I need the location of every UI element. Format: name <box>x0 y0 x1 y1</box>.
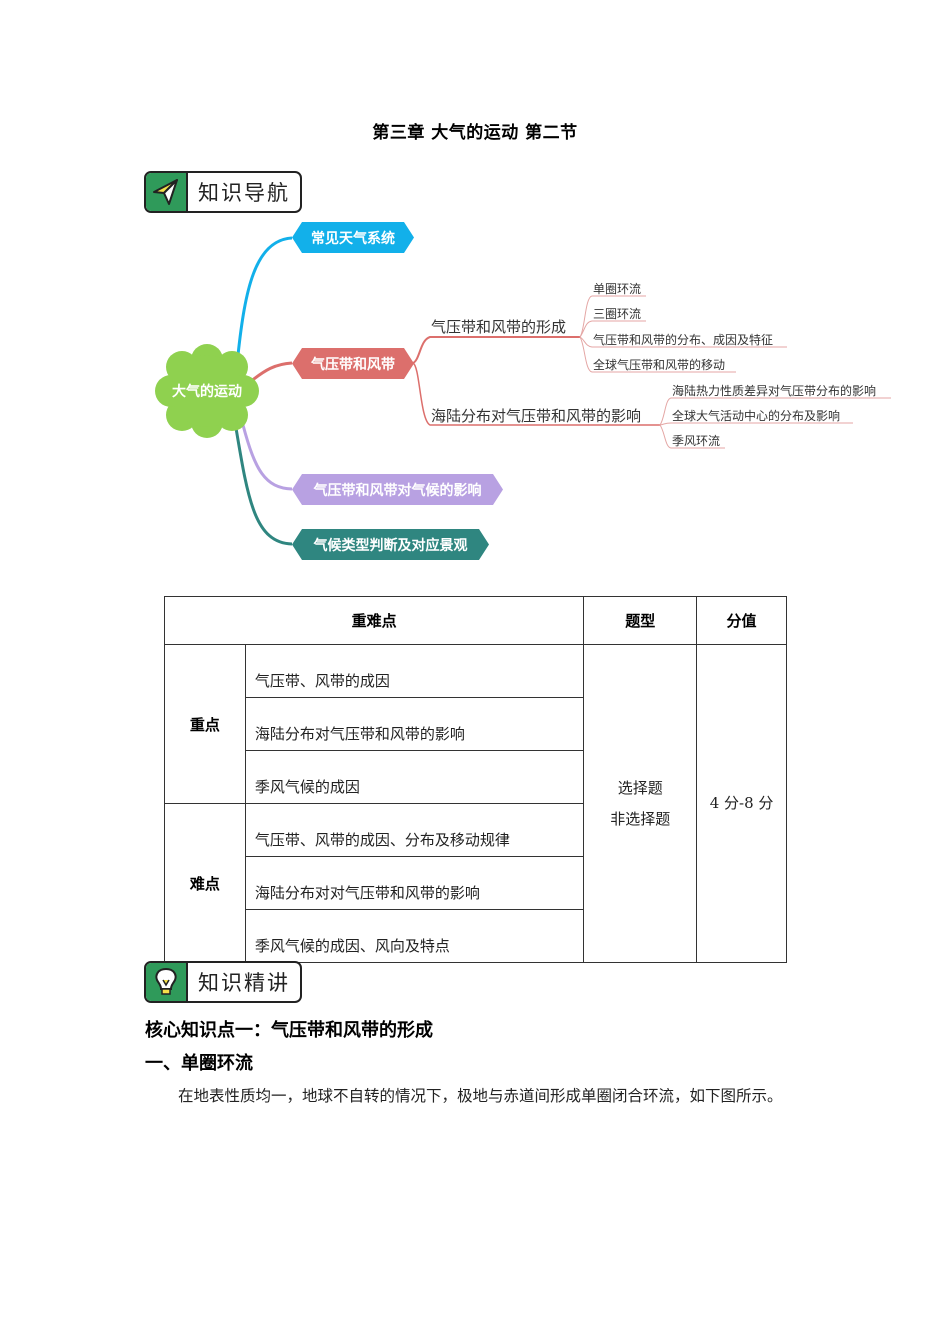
item-cell: 季风气候的成因、风向及特点 <box>244 909 585 963</box>
mind-map-branch-climate-impact: 气压带和风带对气候的影响 <box>292 474 503 505</box>
body-paragraph: 在地表性质均一，地球不自转的情况下，极地与赤道间形成单圈闭合环流，如下图所示。 <box>178 1087 783 1105</box>
mind-map-leaf: 气压带和风带的分布、成因及特征 <box>593 333 774 347</box>
item-cell: 气压带、风带的成因、分布及移动规律 <box>244 803 585 857</box>
key-points-table: 重难点 题型 分值 重点 气压带、风带的成因 选择题 非选择题 4 分-8 分 … <box>163 596 787 963</box>
mind-map-branch-weather-systems: 常见天气系统 <box>292 222 414 253</box>
mind-map-connectors <box>234 236 891 546</box>
section-badge-navigation: 知识导航 <box>144 171 302 213</box>
mind-map-root-label: 大气的运动 <box>172 384 242 400</box>
lightbulb-icon <box>146 963 188 1001</box>
subsection-heading: 一、单圈环流 <box>145 1053 253 1074</box>
score-cell: 4 分-8 分 <box>696 644 787 963</box>
mind-map-leaf: 单圈环流 <box>593 282 642 296</box>
table-header: 题型 <box>583 596 698 645</box>
question-type: 非选择题 <box>610 809 671 828</box>
table-header-row: 重难点 题型 分值 <box>163 596 787 645</box>
cloud-shape-icon <box>155 344 259 438</box>
mind-map-root: 大气的运动 <box>155 342 259 440</box>
item-cell: 气压带、风带的成因 <box>244 644 585 698</box>
item-cell: 海陆分布对对气压带和风带的影响 <box>244 856 585 910</box>
table-row: 难点 气压带、风带的成因、分布及移动规律 <box>164 803 787 963</box>
category-cell: 重点 <box>164 644 246 804</box>
paper-plane-icon <box>146 173 188 211</box>
mind-map-branch-pressure-wind-belts: 气压带和风带 <box>292 348 414 379</box>
category-cell: 难点 <box>164 803 246 963</box>
section-badge-lecture: 知识精讲 <box>144 961 302 1003</box>
item-cell: 季风气候的成因 <box>244 750 585 804</box>
table-header: 重难点 <box>163 596 585 645</box>
table-header: 分值 <box>696 596 787 645</box>
document-title: 第三章 大气的运动 第二节 <box>372 123 578 143</box>
mind-map-leaf: 季风环流 <box>672 434 721 448</box>
mind-map-leaf: 全球大气活动中心的分布及影响 <box>672 409 841 423</box>
mind-map-leaf: 海陆热力性质差异对气压带分布的影响 <box>672 384 877 398</box>
question-type-cell: 选择题 非选择题 <box>583 644 698 963</box>
section-badge-label: 知识精讲 <box>198 971 290 995</box>
mind-map-subtopic-land-sea: 海陆分布对气压带和风带的影响 <box>431 407 642 425</box>
mind-map-leaf: 全球气压带和风带的移动 <box>593 358 726 372</box>
item-cell: 海陆分布对气压带和风带的影响 <box>244 697 585 751</box>
table-row: 重点 气压带、风带的成因 选择题 非选择题 4 分-8 分 <box>164 644 787 963</box>
table-row: 海陆分布对气压带和风带的影响 <box>165 697 787 751</box>
table-row: 季风气候的成因 <box>165 750 787 804</box>
table-row: 季风气候的成因、风向及特点 <box>165 909 787 963</box>
mind-map-subtopic-formation: 气压带和风带的形成 <box>431 318 567 336</box>
core-knowledge-heading: 核心知识点一：气压带和风带的形成 <box>145 1020 433 1041</box>
table-row: 海陆分布对对气压带和风带的影响 <box>165 856 787 910</box>
mind-map-leaf: 三圈环流 <box>593 307 642 321</box>
section-badge-label: 知识导航 <box>198 181 290 205</box>
question-type: 选择题 <box>617 778 663 797</box>
mind-map-branch-climate-types: 气候类型判断及对应景观 <box>292 529 489 560</box>
